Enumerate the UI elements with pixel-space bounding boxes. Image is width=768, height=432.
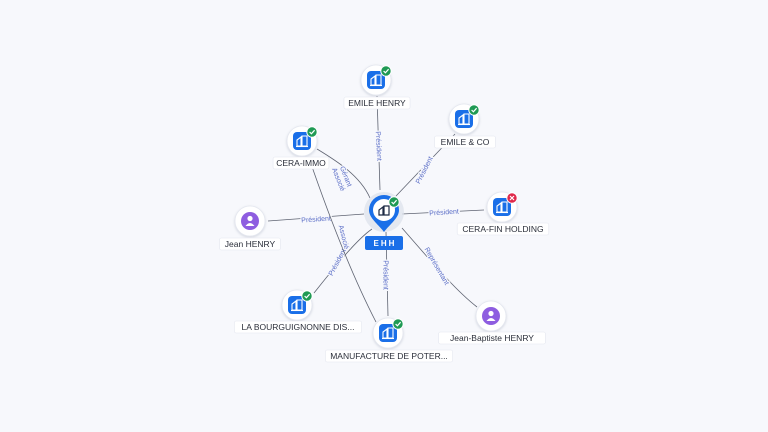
node-cera-fin[interactable]: CERA-FIN HOLDING	[456, 191, 550, 236]
edge-label: Président	[415, 156, 435, 186]
verified-badge-icon	[392, 318, 404, 330]
node-label-box	[434, 135, 496, 149]
node-label-text: EMILE & CO	[441, 137, 490, 147]
node-label-box	[438, 331, 546, 345]
node-label-box	[272, 156, 330, 170]
center-label[interactable]: EHH	[365, 236, 403, 250]
verified-badge-icon	[468, 104, 480, 116]
node-cera-immo[interactable]: CERA-IMMO	[272, 125, 330, 170]
node-label-text: Jean HENRY	[225, 239, 276, 249]
edge-label-text: Président	[301, 215, 331, 224]
node-jean-baptiste[interactable]: Jean-Baptiste HENRY	[438, 300, 546, 345]
node-label-text: LA BOURGUIGNONNE DIS...	[242, 322, 355, 332]
building-icon	[455, 110, 473, 128]
edge-label: Président	[374, 131, 383, 161]
node-label-box	[456, 222, 550, 236]
edge-label: GérantAssocié	[330, 164, 353, 192]
closed-badge-icon	[506, 192, 518, 204]
edge-cera-immo-center: GérantAssocié	[316, 148, 371, 199]
building-icon	[493, 198, 511, 216]
node-label-box	[234, 320, 362, 334]
edge-label-text: Représentant	[423, 247, 450, 287]
node-label[interactable]: Jean-Baptiste HENRY	[438, 331, 546, 345]
node-label[interactable]: MANUFACTURE DE POTER...	[325, 349, 453, 363]
edge-label: Président	[382, 260, 389, 290]
building-icon	[379, 324, 397, 342]
node-label-text: CERA-IMMO	[276, 158, 326, 168]
edge-line	[376, 95, 381, 191]
edge-label-text: Président	[374, 131, 383, 161]
building-icon	[293, 132, 311, 150]
node-label-text: Jean-Baptiste HENRY	[450, 333, 534, 343]
node-la-bourguignonne[interactable]: LA BOURGUIGNONNE DIS...	[234, 289, 362, 334]
verified-badge-icon	[380, 65, 392, 77]
node-label[interactable]: EMILE HENRY	[343, 96, 411, 110]
verified-badge-icon	[388, 196, 400, 208]
edge-label: Président	[328, 248, 348, 277]
edge-cera-fin-center: Président	[401, 207, 485, 219]
edge-line	[401, 209, 485, 215]
node-emile-henry[interactable]: EMILE HENRY	[343, 64, 411, 110]
edge-line	[313, 228, 373, 294]
node-emile-co[interactable]: EMILE & CO	[434, 103, 496, 149]
node-manufacture[interactable]: MANUFACTURE DE POTER...	[325, 317, 453, 363]
node-label-text: MANUFACTURE DE POTER...	[330, 351, 448, 361]
node-label[interactable]: CERA-FIN HOLDING	[456, 222, 550, 236]
node-label[interactable]: LA BOURGUIGNONNE DIS...	[234, 320, 362, 334]
node-label-text: EMILE HENRY	[348, 98, 406, 108]
edge-line	[401, 227, 478, 308]
node-label-box	[219, 237, 281, 251]
edge-line	[267, 213, 365, 222]
nodes-layer: EMILE HENRY EMILE & CO CERA-IMMO CERA-FIN H…	[219, 64, 550, 363]
verified-badge-icon	[306, 126, 318, 138]
edge-label: Représentant	[423, 247, 450, 287]
edge-label-text: Président	[429, 208, 459, 217]
verified-badge-icon	[301, 290, 313, 302]
person-icon	[241, 212, 259, 230]
node-label[interactable]: CERA-IMMO	[272, 156, 330, 170]
edge-line	[316, 148, 371, 199]
edge-label-text: Président	[415, 156, 435, 186]
person-icon	[482, 307, 500, 325]
node-label[interactable]: EMILE & CO	[434, 135, 496, 149]
node-jean-henry[interactable]: Jean HENRY	[219, 205, 281, 251]
building-icon	[288, 296, 306, 314]
edge-label-text: Président	[328, 248, 348, 277]
node-label-box	[325, 349, 453, 363]
edge-label-text: Président	[382, 260, 389, 290]
building-icon	[367, 71, 385, 89]
center-label-text: EHH	[374, 239, 397, 248]
edge-jean-baptiste-center: Représentant	[401, 227, 478, 308]
edge-line	[308, 157, 377, 323]
company-icon	[378, 205, 390, 216]
center-node[interactable]: EHH	[364, 192, 404, 250]
node-label[interactable]: Jean HENRY	[219, 237, 281, 251]
edge-jean-henry-center: Président	[267, 213, 365, 226]
edge-label: Président	[301, 215, 331, 224]
node-label-text: CERA-FIN HOLDING	[462, 224, 543, 234]
edge-emile-henry-center: Président	[372, 95, 384, 191]
node-label-box	[343, 96, 411, 110]
edge-label: Président	[429, 208, 459, 217]
